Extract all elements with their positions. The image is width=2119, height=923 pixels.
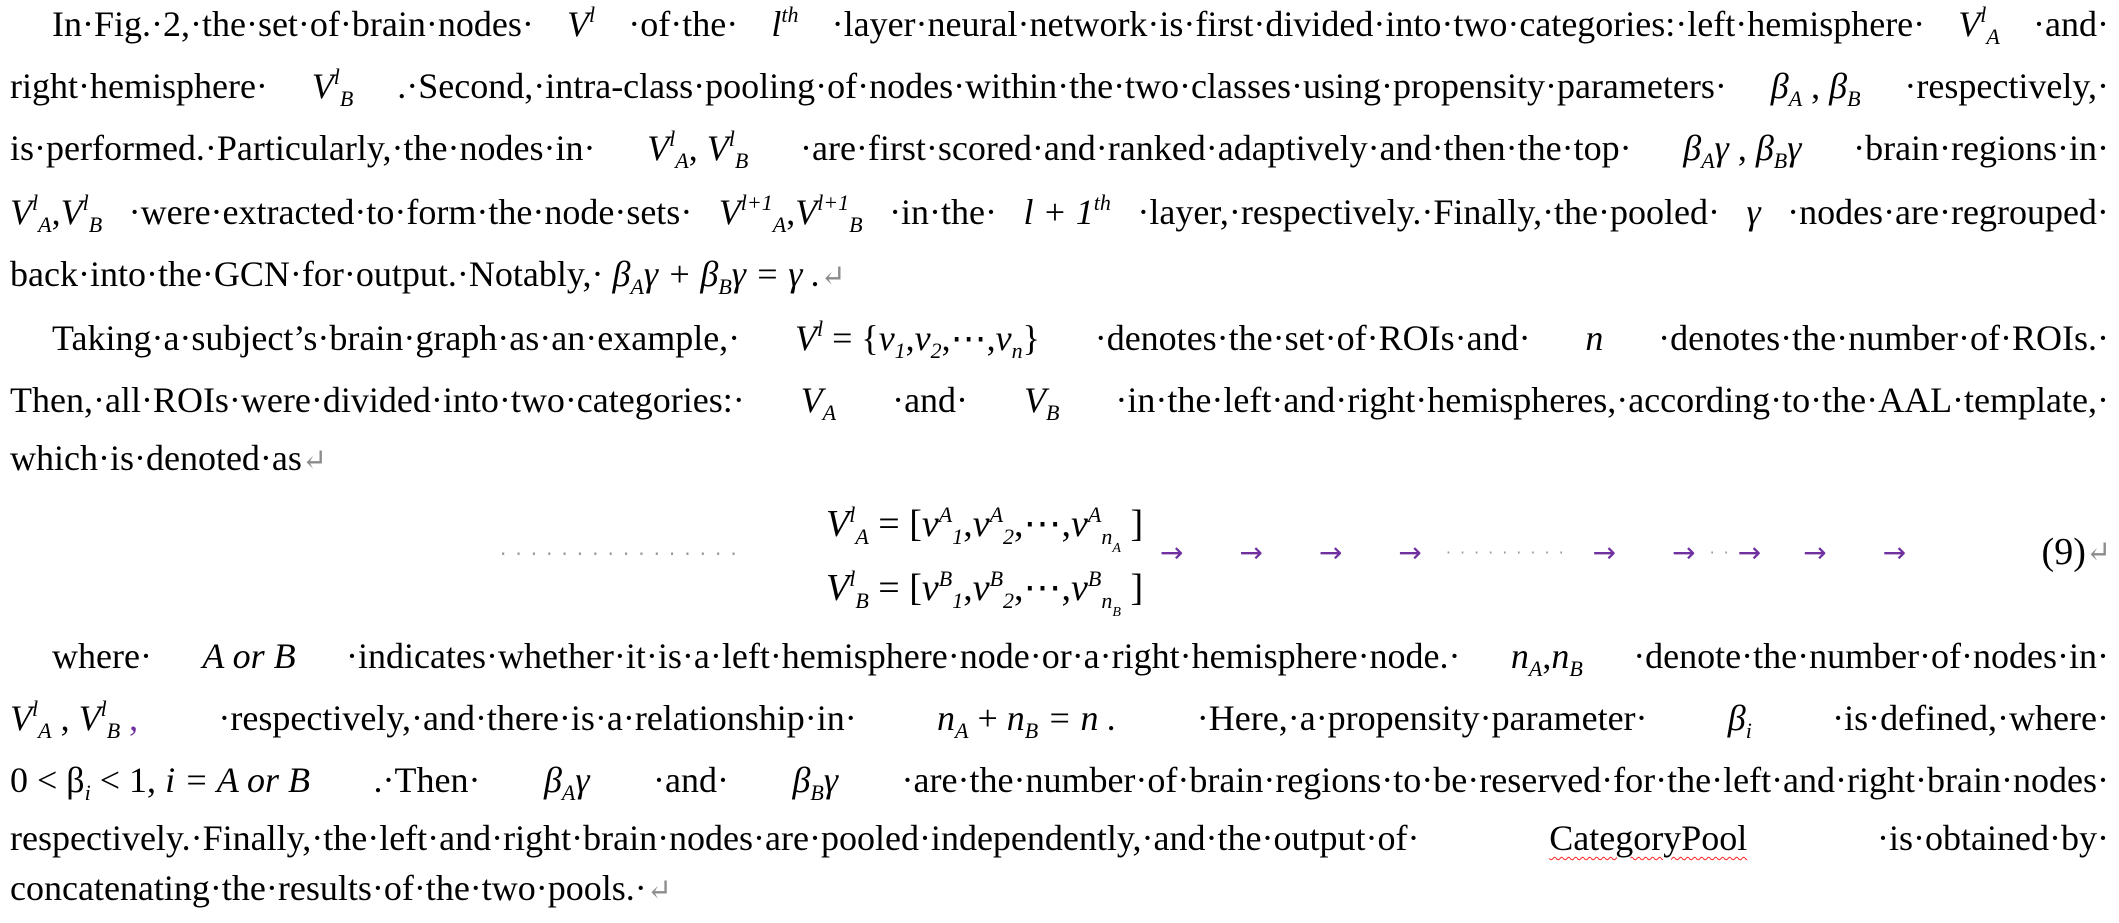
math-set-definition: Vl = {v1,v2,⋯,vn} <box>794 316 1040 363</box>
math-nA-plus-nB: nA + nB = n . <box>937 698 1117 743</box>
p1-line1: In·Fig.·2,·the·set·of·brain·nodes· Vl ·o… <box>52 2 2109 49</box>
text: ·respectively,· <box>1904 66 2109 106</box>
paragraph-mark-icon: ↵ <box>2085 535 2111 569</box>
equation-row-A: VlA = [vA1,vA2,⋯,vAnA ] <box>826 502 1144 556</box>
p3-line2: VlA , VlB , ·respectively,·and·there·is·… <box>10 696 2109 743</box>
p1-line5: back·into·the·GCN·for·output.·Notably,· … <box>10 252 2109 299</box>
math-VA: VA <box>800 380 837 425</box>
p1-line4: VlA,VlB ·were·extracted·to·form·the·node… <box>10 190 2109 237</box>
text: ·are·the·number·of·brain·regions·to·be·r… <box>901 760 2109 800</box>
text: ·and· <box>892 380 969 420</box>
tab-arrow-icon: → <box>1882 535 1907 569</box>
text: ·is·defined,·where· <box>1832 698 2109 738</box>
tab-leader-dots: ·· <box>1709 542 1738 562</box>
tab-arrow-icon: → <box>1592 535 1617 569</box>
tab-leader-dots: ········· <box>1445 542 1573 562</box>
paragraph-mark-icon: ↵ <box>646 874 672 907</box>
math-l-plus-1-th: l + 1th <box>1023 190 1111 233</box>
math-nA-nB: nA,nB <box>1510 636 1583 681</box>
math-VA-VB: VlA , VlB , <box>10 696 139 743</box>
tab-arrow-icon: → <box>1672 535 1696 569</box>
text: concatenating·the·results·of·the·two·poo… <box>10 868 647 908</box>
text: .·Second,·intra-class·pooling·of·nodes·w… <box>397 66 1727 106</box>
text: where· <box>52 636 152 676</box>
p3-line3: 0 < βi < 1, i = A or B .·Then· βAγ ·and·… <box>10 758 2109 805</box>
tab-arrow-icon: → <box>1160 535 1184 569</box>
equation-number: (9) <box>2041 531 2086 573</box>
equation-tab-marks: → → → → ········· → → ·· → → → (9) ↵ <box>1160 531 2111 573</box>
p2-line1: Taking·a·subject’s·brain·graph·as·an·exa… <box>52 316 2109 363</box>
math-V-l: Vl <box>566 2 596 45</box>
text: ·in·the· <box>889 192 998 232</box>
text: ·brain·regions·in· <box>1853 128 2109 168</box>
text: ·are·first·scored·and·ranked·adaptively·… <box>799 128 1632 168</box>
text: Taking·a·subject’s·brain·graph·as·an·exa… <box>52 318 741 358</box>
equation-rows: VlA = [vA1,vA2,⋯,vAnA ] VlB = [vB1,vB2,⋯… <box>826 492 1143 620</box>
equation-9: ················ VlA = [vA1,vA2,⋯,vAnA ]… <box>0 492 2119 622</box>
text: ·layer·neural·network·is·first·divided·i… <box>831 4 1926 44</box>
text: ·denote·the·number·of·nodes·in· <box>1633 636 2109 676</box>
text: ·of·the· <box>628 4 739 44</box>
text: ·is·obtained·by· <box>1877 818 2109 858</box>
tab-leader-dots: ················ <box>500 542 746 566</box>
text: Then,·all·ROIs·were·divided·into·two·cat… <box>10 380 745 420</box>
tab-arrow-icon: → <box>1239 535 1263 569</box>
p2-line2: Then,·all·ROIs·were·divided·into·two·cat… <box>10 378 2109 425</box>
text: ·nodes·are·regrouped· <box>1787 192 2109 232</box>
tab-arrow-icon: → <box>1398 535 1422 569</box>
math-beta-i: βi <box>1727 698 1752 743</box>
p3-line4: respectively.·Finally,·the·left·and·righ… <box>10 816 2109 860</box>
text: is·performed.·Particularly,·the·nodes·in… <box>10 128 596 168</box>
equation-row-B: VlB = [vB1,vB2,⋯,vBnB ] <box>826 566 1144 620</box>
math-A-or-B: A or B <box>202 636 296 676</box>
spellcheck-flagged-word[interactable]: CategoryPool <box>1549 818 1748 858</box>
paragraph-mark-icon: ↵ <box>820 260 846 293</box>
text: ·indicates·whether·it·is·a·left·hemisphe… <box>346 636 1461 676</box>
text: ·Here,·a·propensity·parameter· <box>1196 698 1648 738</box>
p1-line2: right·hemisphere· VlB .·Second,·intra-cl… <box>10 64 2109 111</box>
text: back·into·the·GCN·for·output.·Notably,· <box>10 254 604 294</box>
math-condition: 0 < βi < 1, i = A or B <box>10 760 311 805</box>
math-l-th: lth <box>771 2 799 45</box>
text: .·Then· <box>373 760 481 800</box>
text: ·and· <box>653 760 729 800</box>
math-VA-VB: VlA, VlB <box>647 126 749 173</box>
math-VA-VB-next: Vl+1A,Vl+1B <box>718 190 863 237</box>
text: ·layer,·respectively.·Finally,·the·poole… <box>1137 192 1720 232</box>
text: ·denotes·the·set·of·ROIs·and· <box>1094 318 1531 358</box>
text: right·hemisphere· <box>10 66 268 106</box>
text: ·in·the·left·and·right·hemispheres,·acco… <box>1115 380 2109 420</box>
text: respectively.·Finally,·the·left·and·righ… <box>10 818 1420 858</box>
math-VA-VB: VlA,VlB <box>10 190 103 237</box>
text: ·were·extracted·to·form·the·node·sets· <box>128 192 693 232</box>
math-gamma: γ <box>1746 192 1761 232</box>
math-V-B-l: VlB <box>311 64 354 111</box>
tab-arrow-icon: → <box>1737 535 1762 569</box>
p2-line3: which·is·denoted·as ↵ <box>10 436 2109 483</box>
text: which·is·denoted·as <box>10 438 302 478</box>
math-beta-A-beta-B: βA , βB <box>1770 66 1861 111</box>
text: In·Fig.·2,·the·set·of·brain·nodes· <box>52 4 534 44</box>
p3-line5: concatenating·the·results·of·the·two·poo… <box>10 866 2109 913</box>
text: ·respectively,·and·there·is·a·relationsh… <box>218 698 857 738</box>
p1-line3: is·performed.·Particularly,·the·nodes·in… <box>10 126 2109 173</box>
p3-line1: where· A or B ·indicates·whether·it·is·a… <box>52 634 2109 681</box>
math-betaA-gamma-betaB-gamma: βAγ , βBγ <box>1683 128 1802 173</box>
text: ·and· <box>2033 4 2109 44</box>
tab-arrow-icon: → <box>1803 535 1827 569</box>
tab-arrow-icon: → <box>1318 535 1343 569</box>
paragraph-mark-icon: ↵ <box>301 444 328 477</box>
text: ·denotes·the·number·of·ROIs.· <box>1658 318 2109 358</box>
math-VB: VB <box>1024 380 1060 425</box>
math-n: n <box>1585 318 1604 358</box>
math-V-A-l: VlA <box>1958 2 2000 49</box>
math-betaB-gamma: βBγ <box>792 760 839 805</box>
math-betaA-gamma: βAγ <box>543 760 590 805</box>
math-notably-equation: βAγ + βBγ = γ . <box>603 254 821 299</box>
